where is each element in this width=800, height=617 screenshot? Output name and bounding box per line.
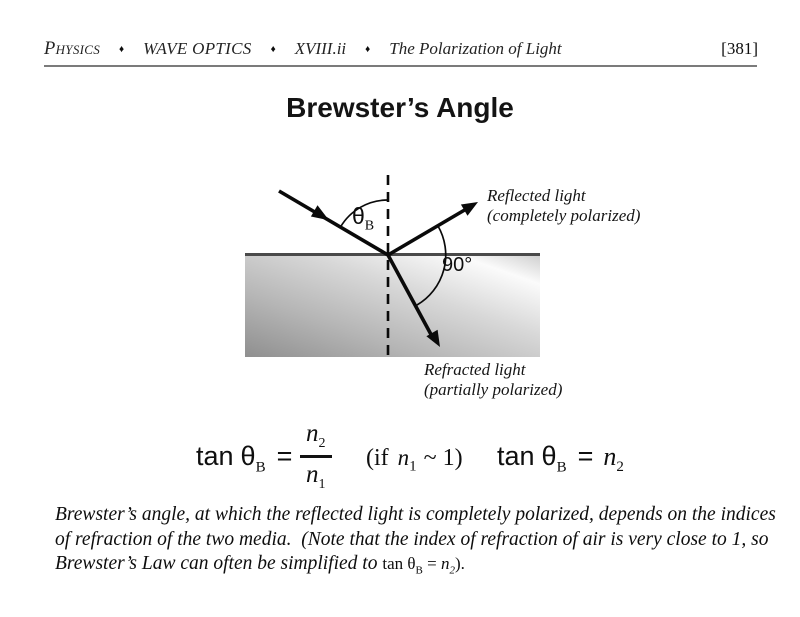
medium-surface [245, 253, 540, 357]
refracted-light-label-line1: Refracted light [424, 360, 526, 379]
fraction-denominator: n1 [300, 458, 332, 493]
n-base: n [603, 442, 617, 471]
tan-token: tan [196, 441, 234, 471]
header-course: Physics [44, 39, 101, 59]
fraction-bar [300, 455, 332, 458]
equals-token: = [276, 441, 293, 471]
theta-sub-token: B [255, 459, 266, 476]
page-header: Physics ♦ WAVE OPTICS ♦ XVIII.ii ♦ The P… [44, 39, 758, 63]
header-section-number: XVIII.ii [294, 39, 347, 58]
refracted-light-label-line2: (partially polarized) [424, 380, 563, 399]
n-token: n1 [397, 445, 417, 475]
header-rule [44, 65, 757, 67]
incident-ray-arrowhead [310, 205, 329, 221]
n-sub-token: 2 [616, 459, 624, 476]
incident-ray [278, 189, 389, 257]
equals-token: = [422, 554, 441, 573]
theta-sub-token: B [556, 459, 567, 476]
index-ratio-fraction: n2 n1 [300, 420, 332, 493]
n-token: n [306, 460, 319, 488]
diamond-separator-icon: ♦ [365, 43, 371, 55]
diamond-separator-icon: ♦ [119, 43, 125, 55]
refracted-light-label: Refracted light (partially polarized) [424, 360, 562, 400]
n-base: n [440, 554, 450, 573]
n-token: n [306, 420, 319, 447]
reflected-light-label-line2: (completely polarized) [487, 206, 641, 225]
theta-token: θ [407, 554, 416, 573]
tan-token: tan [497, 441, 535, 471]
reflected-light-label-line1: Reflected light [487, 186, 586, 205]
caption-paragraph: Brewster’s angle, at which the reflected… [55, 503, 785, 583]
brewster-angle-label: θB [352, 203, 374, 235]
theta-subscript: B [364, 218, 375, 234]
n-token: n2 [440, 554, 455, 577]
right-angle-arc [416, 225, 447, 306]
reflected-ray [387, 206, 469, 257]
caption-line3-suffix: ). [454, 554, 465, 573]
caption-line2: of refraction of the two media. (Note th… [55, 528, 769, 550]
condition-close-token: ~ 1) [423, 445, 463, 471]
n-token: n2 [603, 442, 624, 475]
reflected-light-label: Reflected light (completely polarized) [487, 186, 640, 226]
fraction-numerator: n2 [300, 420, 332, 455]
caption-inline-formula: tan θB = n2). [382, 554, 465, 577]
theta-sub-token: B [415, 564, 423, 577]
header-unit: WAVE OPTICS [143, 39, 252, 58]
caption-line3-prefix: Brewster’s Law can often be simplified t… [55, 553, 383, 574]
brewster-angle-arc [339, 199, 389, 228]
caption-line1: Brewster’s angle, at which the reflected… [55, 504, 776, 525]
reflected-ray-arrowhead [460, 202, 478, 216]
right-angle-label: 90° [442, 254, 473, 276]
n-sub-token: 1 [318, 476, 326, 492]
n-sub-token: 2 [318, 436, 326, 451]
tan-token: tan [382, 554, 408, 573]
page-number: [381] [721, 39, 758, 58]
equals-token: = [577, 441, 594, 471]
theta-token: θ [240, 441, 256, 471]
refracted-ray-arrowhead [426, 329, 440, 347]
refracted-ray [386, 254, 436, 341]
header-topic: The Polarization of Light [389, 39, 562, 58]
diamond-separator-icon: ♦ [270, 43, 276, 55]
theta-token: θ [541, 441, 557, 471]
condition-open-token: (if [366, 445, 389, 471]
n-sub-token: 1 [409, 458, 417, 475]
n-sub-token: 2 [449, 564, 455, 577]
n-base: n [397, 445, 410, 470]
page-title: Brewster’s Angle [286, 92, 514, 123]
caption-line3: Brewster’s Law can often be simplified t… [55, 552, 785, 583]
theta-symbol: θ [352, 203, 365, 229]
